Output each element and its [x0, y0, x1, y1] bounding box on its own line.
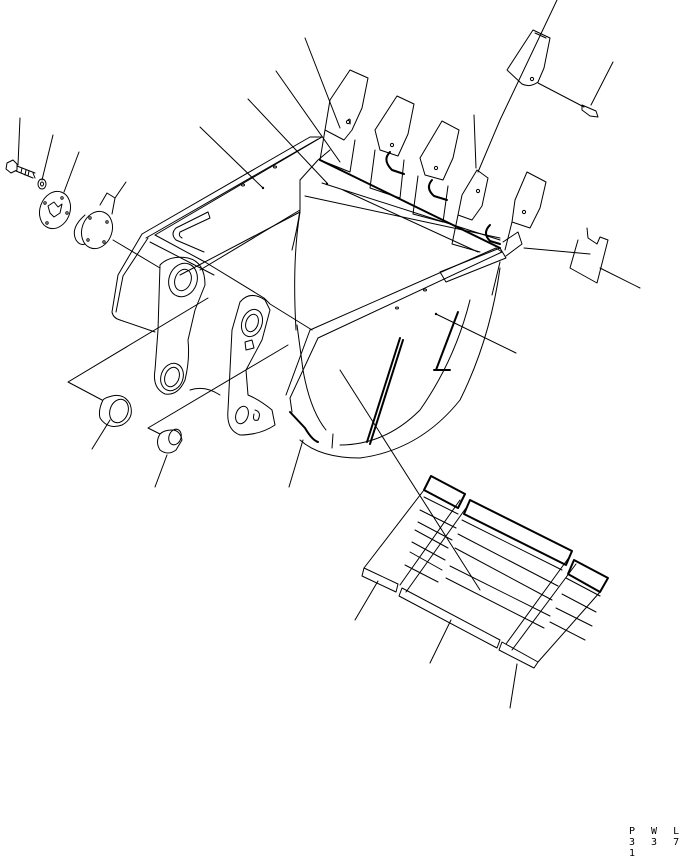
bucket-body [111, 136, 523, 459]
side-protector-icon [523, 227, 641, 289]
bushing-icon [147, 344, 289, 488]
teeth-row [319, 69, 547, 253]
leader-lines [199, 37, 517, 591]
boss-ear-left [154, 256, 221, 396]
drawing-code-label: P W L 3 3 7 1 [629, 826, 685, 859]
tooth-point-icon [477, 0, 558, 173]
boss-ear-right [227, 295, 276, 436]
lock-pin-icon [537, 61, 614, 118]
boss-lower-icon [67, 297, 209, 450]
shim-pair-icon [73, 181, 161, 269]
wear-plates [354, 475, 609, 709]
bolt-icon [5, 117, 36, 179]
shim-plate-icon [38, 151, 80, 230]
washer-icon [37, 134, 54, 190]
